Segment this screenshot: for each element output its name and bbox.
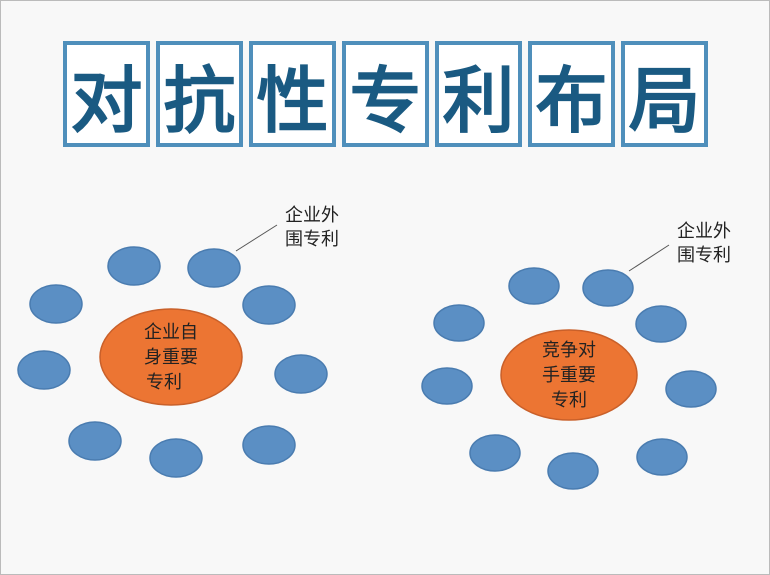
peripheral-patent: [421, 367, 473, 405]
peripheral-patent: [29, 284, 83, 324]
core-patent: [500, 329, 638, 421]
peripheral-patent: [68, 421, 122, 461]
peripheral-patent: [107, 246, 161, 286]
peripheral-patent: [636, 438, 688, 476]
peripheral-patent: [187, 248, 241, 288]
right-cluster: 竞争对 手重要 专利 企业外 围专利: [421, 221, 731, 490]
peripheral-patent: [242, 285, 296, 325]
peripheral-patent: [665, 370, 717, 408]
peripheral-patent: [635, 305, 687, 343]
callout-label: 企业外: [677, 221, 731, 242]
peripheral-patent: [508, 267, 560, 305]
core-label: 竞争对: [542, 340, 596, 361]
peripheral-patent: [242, 425, 296, 465]
core-patent: [99, 308, 243, 406]
peripheral-patent: [274, 354, 328, 394]
callout-line: [235, 224, 278, 252]
left-cluster: 企业自 身重要 专利 企业外 围专利: [17, 205, 339, 478]
core-label: 手重要: [542, 365, 596, 386]
title-char: 性: [249, 41, 336, 147]
core-label: 专利: [146, 372, 182, 393]
peripheral-patent: [547, 452, 599, 490]
title-char: 布: [528, 41, 615, 147]
title-char: 对: [63, 41, 150, 147]
peripheral-patent: [469, 434, 521, 472]
callout-line: [628, 244, 670, 272]
diagram-title: 对 抗 性 专 利 布 局: [63, 41, 708, 147]
core-label: 身重要: [144, 347, 198, 368]
peripheral-patent: [149, 438, 203, 478]
peripheral-patent: [17, 350, 71, 390]
callout-label: 企业外: [285, 205, 339, 226]
peripheral-patent: [582, 269, 634, 307]
core-label: 专利: [551, 390, 587, 411]
core-label: 企业自: [144, 322, 198, 343]
peripheral-patent: [433, 304, 485, 342]
title-char: 专: [342, 41, 429, 147]
callout-label: 围专利: [677, 245, 731, 266]
title-char: 利: [435, 41, 522, 147]
title-char: 局: [621, 41, 708, 147]
title-char: 抗: [156, 41, 243, 147]
callout-label: 围专利: [285, 229, 339, 250]
